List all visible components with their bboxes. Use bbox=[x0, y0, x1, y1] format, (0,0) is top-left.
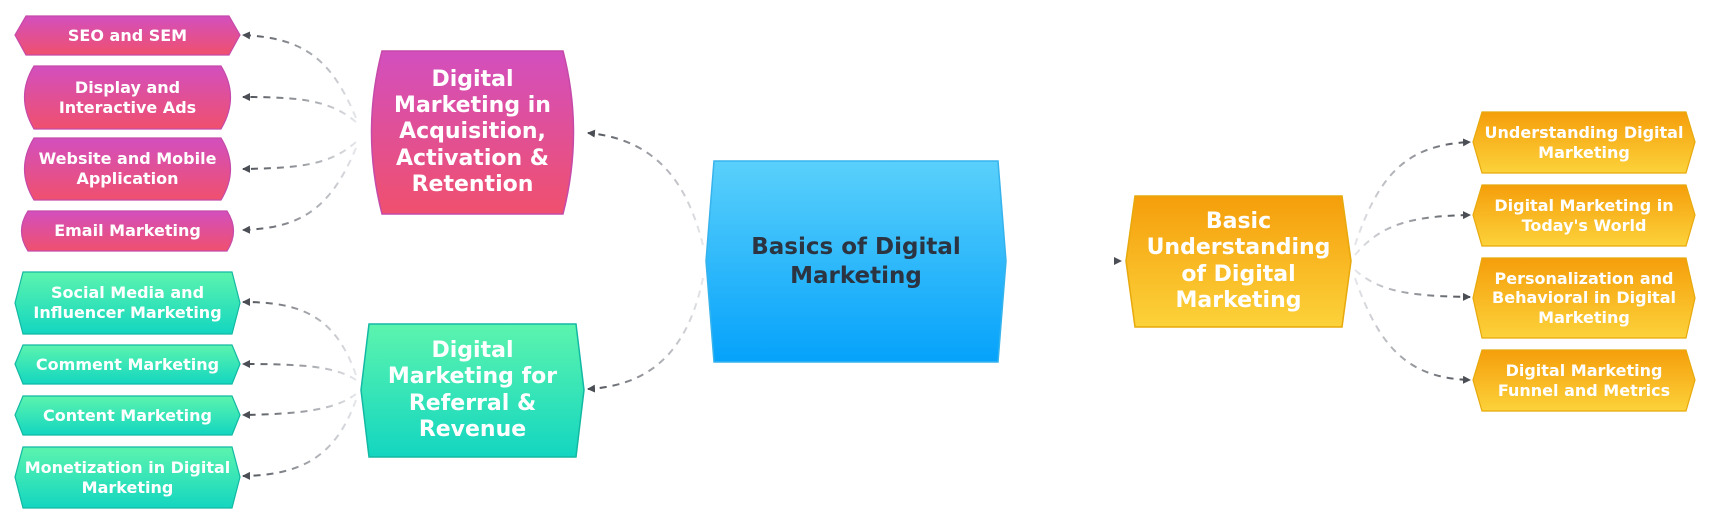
branch-referral-shape bbox=[360, 323, 585, 458]
leaf-social-media[interactable]: Social Media and Influencer Marketing bbox=[14, 271, 241, 335]
leaf-monetization-shape bbox=[14, 446, 241, 509]
leaf-funnel-metrics-label: Digital Marketing Funnel and Metrics bbox=[1497, 360, 1671, 400]
connector-referral-monetization bbox=[242, 399, 357, 480]
leaf-website-mobile-label: Website and Mobile Application bbox=[38, 149, 217, 188]
leaf-understanding-dm-shape bbox=[1472, 111, 1696, 174]
connector-acquisition-website bbox=[242, 141, 357, 173]
leaf-todays-world[interactable]: Digital Marketing in Today's World bbox=[1472, 184, 1696, 247]
leaf-display-ads-label: Display and Interactive Ads bbox=[58, 77, 197, 117]
leaf-email-marketing[interactable]: Email Marketing bbox=[14, 210, 241, 252]
connector-referral-comment bbox=[242, 360, 357, 381]
connector-root-acquisition bbox=[587, 129, 704, 246]
leaf-display-ads[interactable]: Display and Interactive Ads bbox=[14, 65, 241, 130]
leaf-email-marketing-shape bbox=[20, 210, 235, 252]
leaf-monetization-label: Monetization in Digital Marketing bbox=[24, 457, 231, 497]
leaf-seo-sem[interactable]: SEO and SEM bbox=[14, 15, 241, 56]
root-node-shape bbox=[705, 160, 1007, 363]
branch-understanding-label: Basic Understanding of Digital Marketing bbox=[1146, 208, 1331, 313]
branch-referral[interactable]: Digital Marketing for Referral & Revenue bbox=[360, 323, 585, 458]
leaf-comment-marketing-shape bbox=[14, 344, 241, 385]
connector-acquisition-display bbox=[242, 93, 357, 123]
connector-understanding-2 bbox=[1354, 211, 1471, 256]
leaf-monetization[interactable]: Monetization in Digital Marketing bbox=[14, 446, 241, 509]
leaf-comment-marketing[interactable]: Comment Marketing bbox=[14, 344, 241, 385]
leaf-content-marketing-shape bbox=[14, 395, 241, 436]
connector-acquisition-email bbox=[242, 147, 357, 234]
leaf-understanding-dm-label: Understanding Digital Marketing bbox=[1484, 122, 1684, 162]
leaf-seo-sem-shape bbox=[14, 15, 241, 56]
branch-understanding[interactable]: Basic Understanding of Digital Marketing bbox=[1125, 195, 1352, 328]
connector-referral-content bbox=[242, 393, 357, 419]
leaf-social-media-shape bbox=[14, 271, 241, 335]
branch-understanding-shape bbox=[1125, 195, 1352, 328]
leaf-personalization-label: Personalization and Behavioral in Digita… bbox=[1492, 268, 1676, 327]
leaf-seo-sem-label: SEO and SEM bbox=[67, 25, 188, 45]
branch-acquisition-shape bbox=[370, 50, 575, 215]
leaf-social-media-label: Social Media and Influencer Marketing bbox=[33, 283, 222, 322]
leaf-todays-world-shape bbox=[1472, 184, 1696, 247]
root-node[interactable]: Basics of Digital Marketing bbox=[705, 160, 1007, 363]
root-node-label: Basics of Digital Marketing bbox=[751, 234, 961, 289]
leaf-understanding-dm[interactable]: Understanding Digital Marketing bbox=[1472, 111, 1696, 174]
leaf-todays-world-label: Digital Marketing in Today's World bbox=[1494, 195, 1674, 235]
leaf-personalization[interactable]: Personalization and Behavioral in Digita… bbox=[1472, 257, 1696, 339]
leaf-comment-marketing-label: Comment Marketing bbox=[35, 354, 220, 374]
branch-referral-label: Digital Marketing for Referral & Revenue bbox=[387, 337, 558, 442]
leaf-email-marketing-label: Email Marketing bbox=[54, 221, 201, 241]
connector-understanding-4 bbox=[1354, 277, 1471, 384]
leaf-content-marketing[interactable]: Content Marketing bbox=[14, 395, 241, 436]
branch-acquisition[interactable]: Digital Marketing in Acquisition, Activa… bbox=[360, 50, 585, 215]
connector-understanding-3 bbox=[1354, 269, 1471, 301]
leaf-personalization-shape bbox=[1472, 257, 1696, 339]
leaf-website-mobile[interactable]: Website and Mobile Application bbox=[14, 137, 241, 201]
connector-acquisition-seo bbox=[242, 31, 357, 119]
leaf-funnel-metrics[interactable]: Digital Marketing Funnel and Metrics bbox=[1472, 349, 1696, 412]
leaf-content-marketing-label: Content Marketing bbox=[43, 405, 212, 425]
leaf-display-ads-shape bbox=[24, 65, 231, 130]
connector-understanding-1 bbox=[1354, 138, 1471, 246]
leaf-funnel-metrics-shape bbox=[1472, 349, 1696, 412]
connector-referral-social bbox=[242, 298, 357, 376]
leaf-website-mobile-shape bbox=[24, 137, 231, 201]
connector-root-referral bbox=[587, 277, 704, 393]
branch-acquisition-label: Digital Marketing in Acquisition, Activa… bbox=[394, 66, 551, 198]
